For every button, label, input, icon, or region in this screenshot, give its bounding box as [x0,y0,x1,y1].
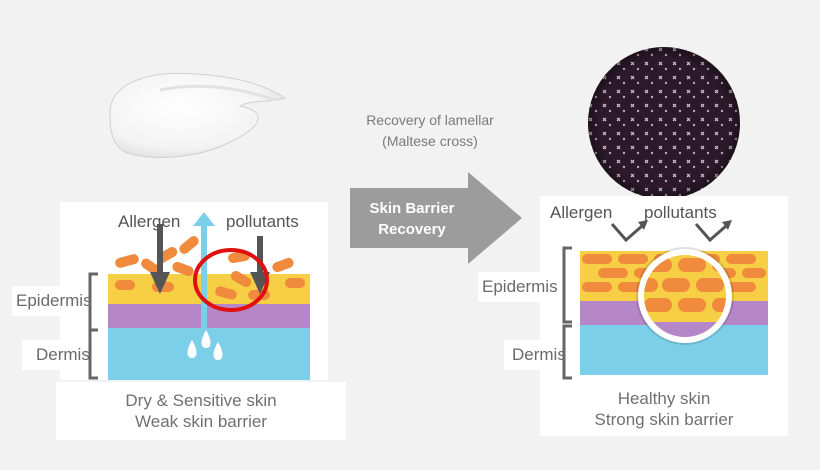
left-dermis-tag [22,340,94,370]
right-dermis-label: Dermis [512,345,566,364]
microscope-caption-line2: (Maltese cross) [382,133,478,149]
left-yellow-layer [108,274,310,304]
left-pollutants-label: pollutants [226,212,299,231]
right-dermis-tag [504,340,574,370]
right-caption-line1: Healthy skin [617,389,711,408]
left-allergen-label: Allergen [118,212,181,231]
right-epidermis-tag [478,272,570,302]
right-allergen-label: Allergen [550,203,613,222]
left-dermis-layer [108,328,310,380]
healthy-skin-diagram [562,220,768,380]
left-dermis-label: Dermis [36,345,90,364]
right-caption-line2: Strong skin barrier [594,410,734,429]
microscope-caption-line1: Recovery of lamellar [366,112,494,128]
maltese-cross-micrograph [588,47,740,199]
left-caption-line2: Weak skin barrier [135,412,267,431]
right-pollutants-label: pollutants [644,203,717,222]
left-caption: Dry & Sensitive skin Weak skin barrier [56,390,346,432]
right-epidermis-label: Epidermis [482,277,558,296]
left-caption-line1: Dry & Sensitive skin [125,391,277,410]
right-caption-background [540,380,788,436]
right-caption: Healthy skin Strong skin barrier [540,388,788,430]
recovery-arrow [350,172,522,264]
left-epidermis-label: Epidermis [16,291,92,310]
arrow-label-line2: Recovery [378,221,446,238]
weak-skin-diagram [88,212,310,380]
damage-highlight-circle [193,248,269,312]
recovery-arrow-label: Skin Barrier Recovery [352,198,472,240]
cream-image [109,72,287,158]
microscope-caption: Recovery of lamellar (Maltese cross) [330,110,530,152]
arrow-label-line1: Skin Barrier [369,200,455,217]
left-purple-layer [108,304,310,328]
left-caption-background [56,382,346,440]
left-epidermis-tag [12,286,88,316]
